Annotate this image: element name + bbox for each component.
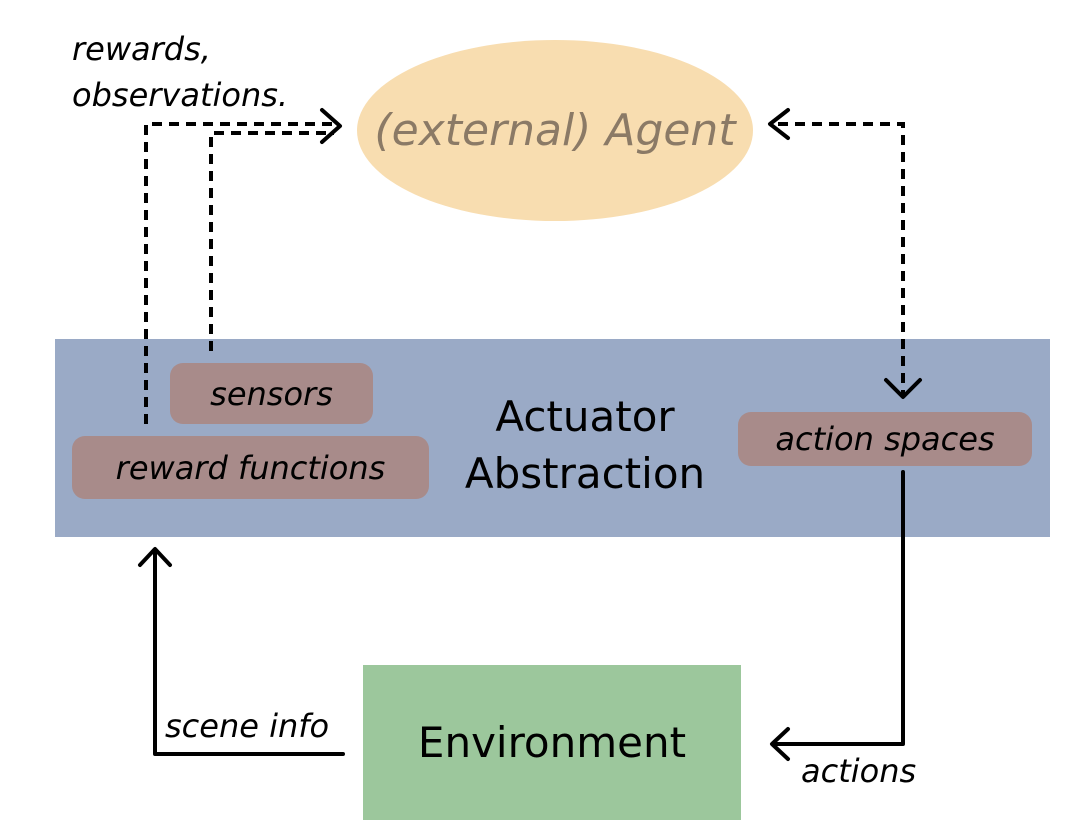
- sensors-label: sensors: [210, 374, 333, 413]
- scene-info-label: scene info: [165, 707, 330, 745]
- sensors-node: sensors: [170, 363, 373, 424]
- agent-arrowhead-right: [768, 108, 790, 140]
- sensors-to-agent-arrow: [209, 131, 334, 351]
- agent-arrowhead-left: [320, 108, 342, 144]
- environment-arrowhead: [770, 727, 790, 761]
- environment-label: Environment: [417, 718, 687, 767]
- actuator-abstraction-title: Actuator Abstraction: [440, 388, 730, 502]
- rewards-observations-label: rewards, observations.: [72, 26, 288, 118]
- actuator-arrowhead: [138, 547, 172, 567]
- rewards-label-line2: observations.: [72, 76, 289, 114]
- external-agent-node: (external) Agent: [357, 40, 753, 221]
- action-spaces-label: action spaces: [775, 420, 995, 458]
- reward-functions-node: reward functions: [72, 436, 429, 499]
- rewards-label-line1: rewards,: [72, 30, 211, 68]
- actuator-title-line2: Abstraction: [464, 449, 706, 498]
- reward-functions-label: reward functions: [115, 448, 386, 487]
- actions-label: actions: [801, 752, 917, 790]
- action-spaces-node: action spaces: [738, 412, 1032, 466]
- actuator-title-line1: Actuator: [495, 392, 675, 441]
- environment-node: Environment: [363, 665, 741, 820]
- external-agent-label: (external) Agent: [374, 105, 736, 156]
